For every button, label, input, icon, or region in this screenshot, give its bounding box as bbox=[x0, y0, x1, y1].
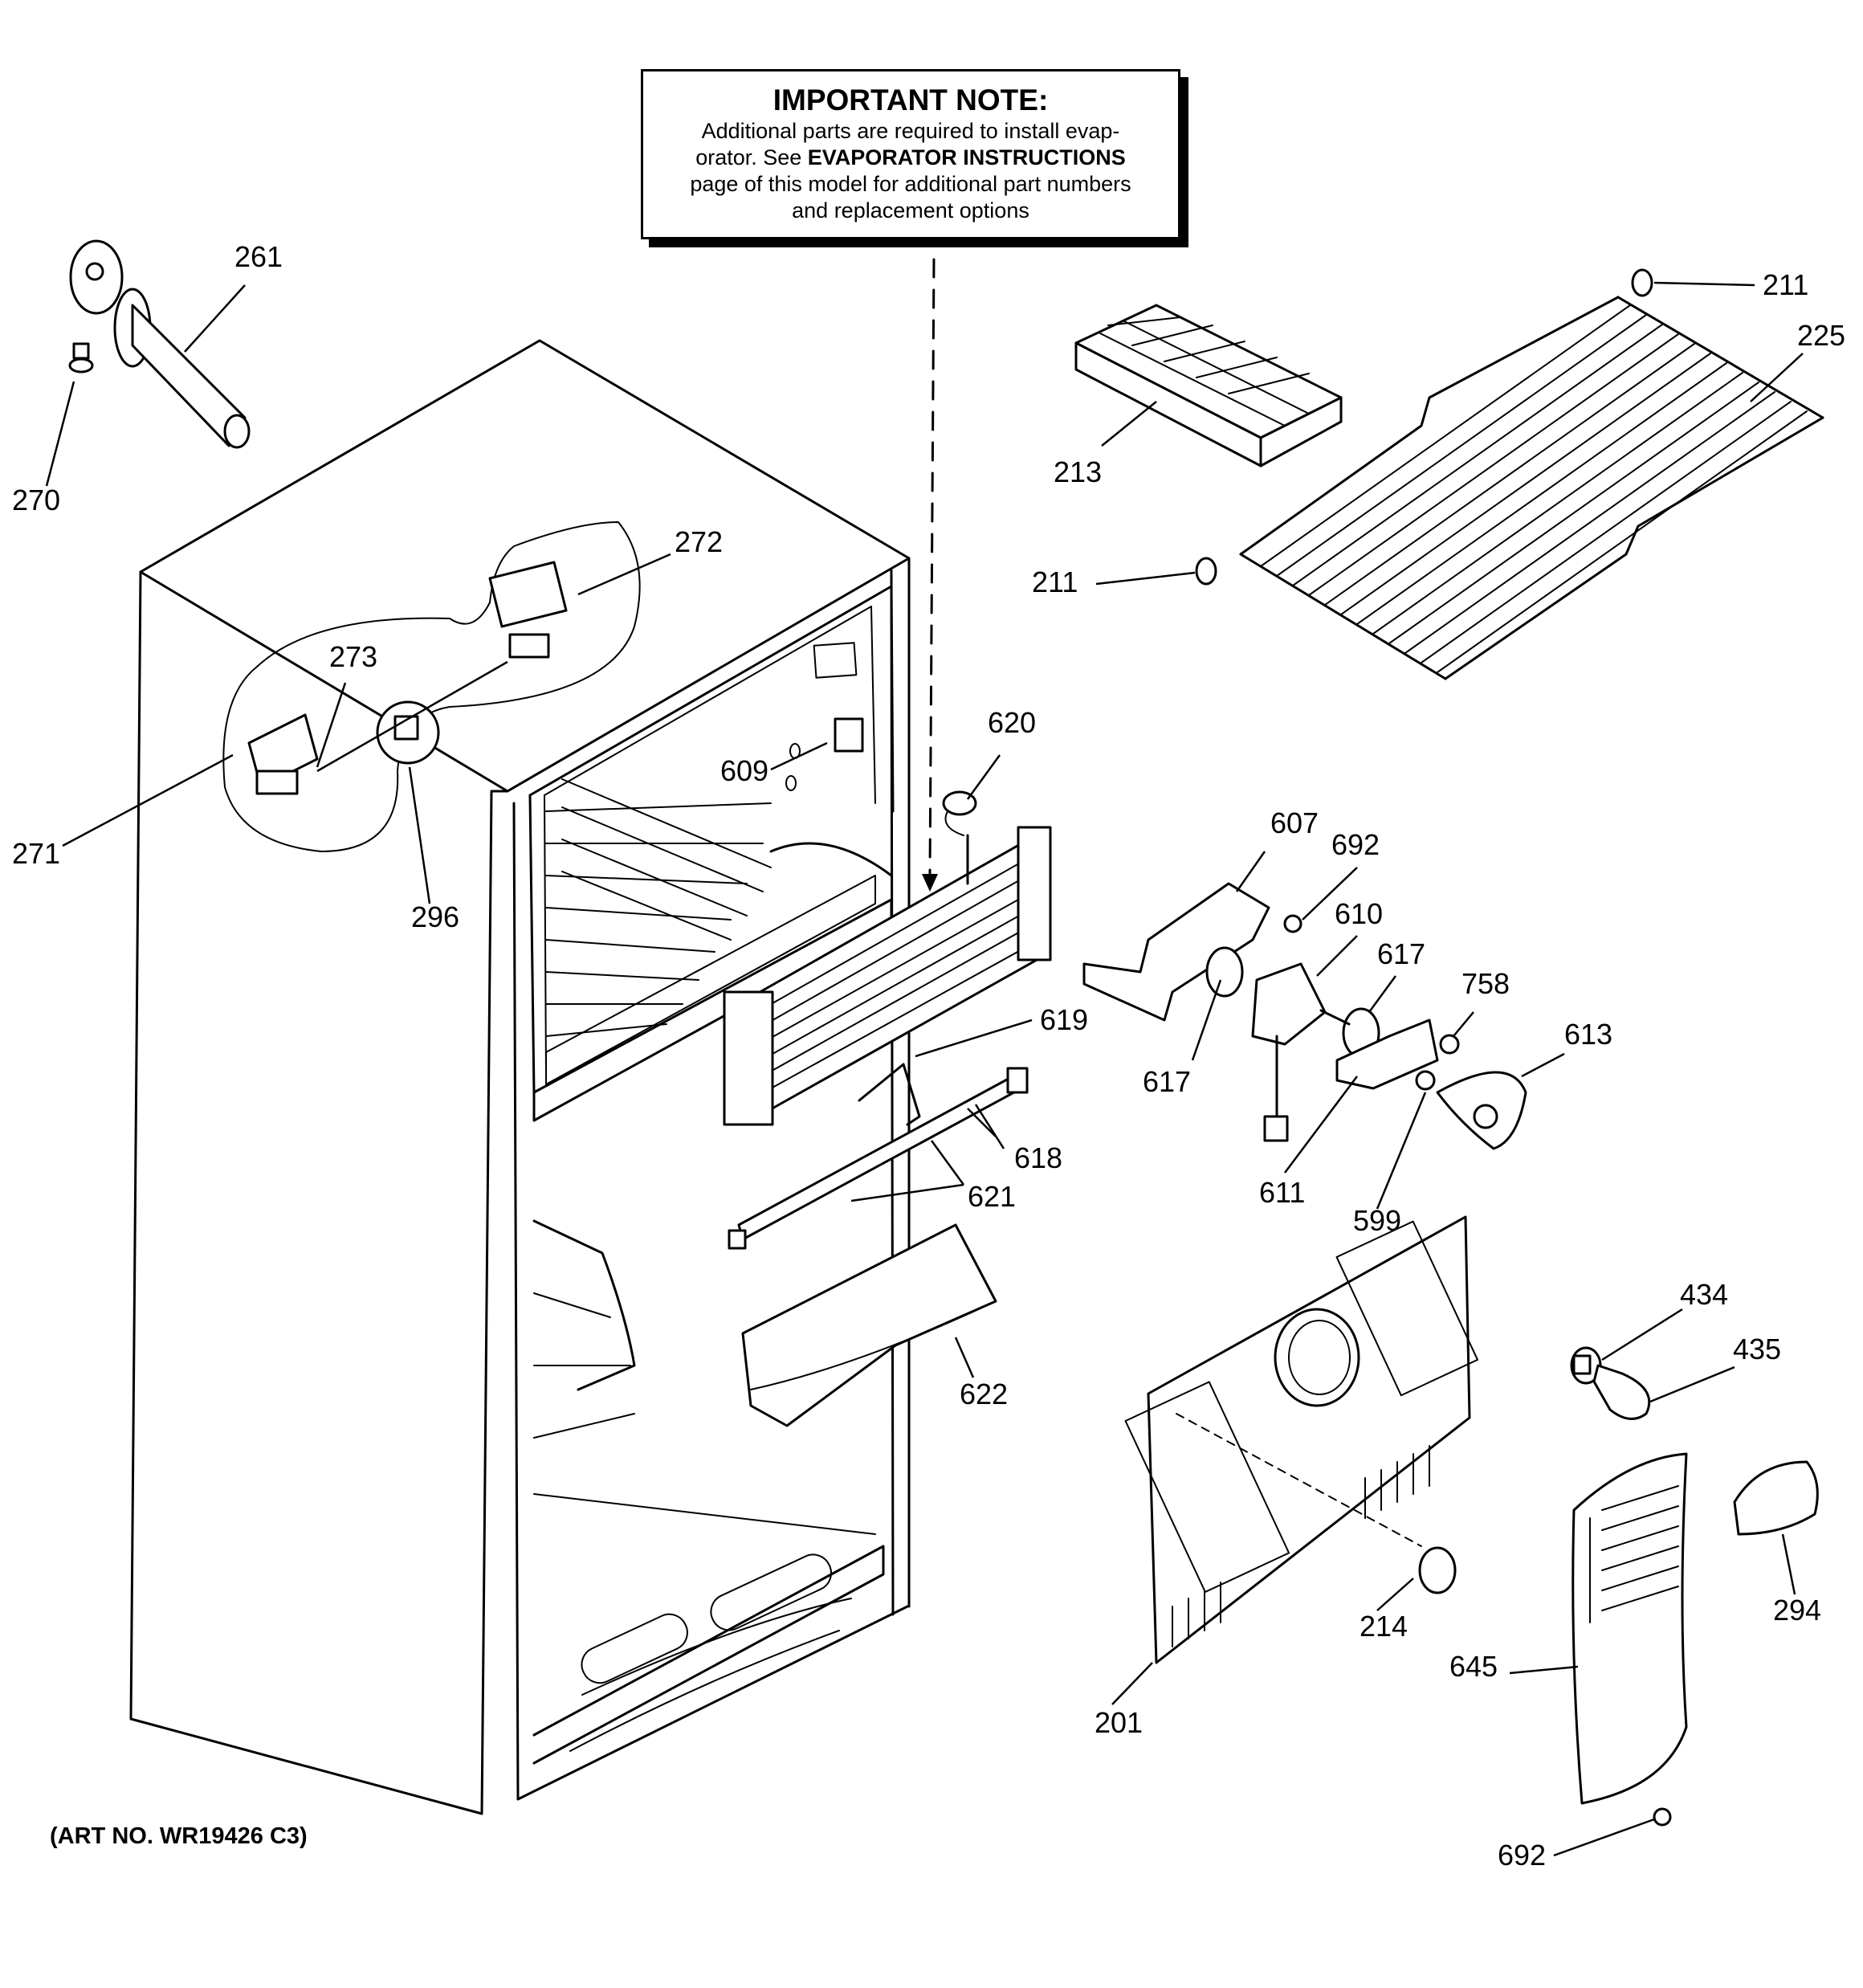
part-618-heater-drawing bbox=[728, 1067, 1029, 1250]
important-note-box: IMPORTANT NOTE: Additional parts are req… bbox=[641, 69, 1180, 239]
note-line-2-bold: EVAPORATOR INSTRUCTIONS bbox=[807, 145, 1126, 169]
callout-645: 645 bbox=[1449, 1650, 1498, 1683]
part-611-bracket-drawing bbox=[1335, 1018, 1439, 1090]
evaporator-drawing bbox=[723, 826, 1052, 1126]
part-758-screw-drawing bbox=[1439, 1034, 1460, 1055]
callout-613: 613 bbox=[1564, 1018, 1613, 1051]
part-213-ice-tray-drawing bbox=[1074, 304, 1343, 467]
part-622-trough-drawing bbox=[741, 1223, 997, 1427]
part-296-light-drawing bbox=[376, 700, 440, 765]
callout-622: 622 bbox=[960, 1378, 1009, 1410]
part-613-fan-drawing bbox=[1436, 1071, 1527, 1150]
callout-621: 621 bbox=[968, 1180, 1017, 1213]
note-line-4: and replacement options bbox=[792, 198, 1029, 222]
callout-270: 270 bbox=[12, 484, 61, 516]
callout-201: 201 bbox=[1095, 1706, 1143, 1739]
callout-211-bottom: 211 bbox=[1032, 565, 1078, 598]
callout-692-top: 692 bbox=[1331, 828, 1380, 861]
part-607-bracket-drawing bbox=[1082, 882, 1270, 1022]
part-261-drawing bbox=[69, 239, 251, 449]
callout-758: 758 bbox=[1461, 967, 1510, 1000]
callout-435: 435 bbox=[1733, 1333, 1782, 1365]
part-270-screw-drawing bbox=[68, 342, 94, 374]
part-610-motor-drawing bbox=[1251, 962, 1351, 1142]
callout-611: 611 bbox=[1259, 1176, 1306, 1209]
callout-617-left: 617 bbox=[1143, 1065, 1192, 1098]
part-692-screw-drawing bbox=[1283, 914, 1672, 1827]
callout-620: 620 bbox=[988, 706, 1037, 739]
part-645-shield-drawing bbox=[1572, 1452, 1688, 1805]
callout-272: 272 bbox=[675, 525, 724, 558]
arrowhead bbox=[922, 874, 938, 892]
part-211-peg-drawing bbox=[1195, 268, 1653, 586]
callout-214: 214 bbox=[1360, 1610, 1408, 1643]
part-225-wire-shelf-drawing bbox=[1239, 296, 1824, 680]
part-435-bulb-drawing bbox=[1592, 1364, 1651, 1420]
callout-610: 610 bbox=[1335, 897, 1384, 930]
callout-434: 434 bbox=[1680, 1278, 1729, 1311]
dashed-arrow bbox=[928, 258, 936, 876]
part-620-drawing bbox=[942, 790, 977, 836]
part-294-cap-drawing bbox=[1733, 1460, 1819, 1536]
callout-261: 261 bbox=[234, 240, 283, 273]
note-title: IMPORTANT NOTE: bbox=[773, 84, 1049, 116]
callout-213: 213 bbox=[1054, 455, 1103, 488]
callout-271: 271 bbox=[12, 837, 61, 870]
note-line-2-text: orator. See bbox=[695, 145, 808, 169]
callout-225: 225 bbox=[1797, 319, 1846, 352]
callout-607: 607 bbox=[1270, 806, 1319, 839]
callout-619: 619 bbox=[1040, 1003, 1089, 1036]
note-line-2: orator. See EVAPORATOR INSTRUCTIONS bbox=[643, 145, 1178, 171]
leader-lines bbox=[45, 281, 1804, 1857]
note-line-1: Additional parts are required to install… bbox=[701, 119, 1120, 143]
part-214-plug-drawing bbox=[1418, 1546, 1457, 1594]
part-201-cover-drawing bbox=[1124, 1215, 1478, 1664]
callout-273: 273 bbox=[329, 640, 378, 673]
callout-692-bottom: 692 bbox=[1498, 1839, 1547, 1872]
art-number: (ART NO. WR19426 C3) bbox=[50, 1823, 308, 1849]
part-271-bracket-drawing bbox=[247, 713, 319, 795]
note-line-3: page of this model for additional part n… bbox=[690, 172, 1131, 196]
callout-296: 296 bbox=[411, 900, 460, 933]
part-619-drawing bbox=[858, 1063, 921, 1126]
callout-609: 609 bbox=[720, 754, 769, 787]
callout-617-right: 617 bbox=[1377, 937, 1426, 970]
callout-211-top: 211 bbox=[1763, 268, 1809, 301]
detail-loop bbox=[222, 521, 641, 852]
part-272-bracket-drawing bbox=[488, 561, 568, 659]
part-434-socket-drawing bbox=[1570, 1346, 1602, 1385]
callout-294: 294 bbox=[1773, 1594, 1822, 1627]
callout-618: 618 bbox=[1014, 1141, 1063, 1174]
callout-599: 599 bbox=[1353, 1204, 1402, 1237]
part-599-drawing bbox=[1415, 1070, 1436, 1091]
